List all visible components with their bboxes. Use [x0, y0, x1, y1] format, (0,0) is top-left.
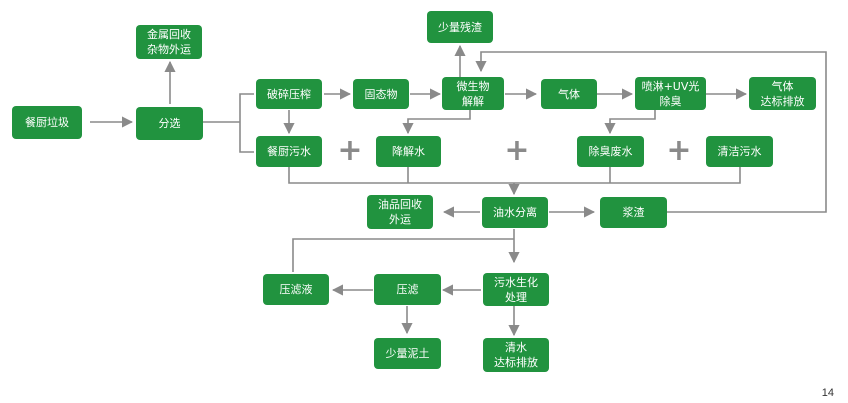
node-small-residue: 少量残渣: [427, 11, 493, 43]
node-metal-recovery: 金属回收 杂物外运: [136, 25, 202, 59]
node-solids: 固态物: [353, 79, 409, 109]
node-gas: 气体: [541, 79, 597, 109]
plus-sign: +: [504, 133, 530, 168]
node-kitchen-wastewater: 餐厨污水: [256, 136, 322, 167]
plus-sign: +: [337, 133, 363, 168]
arrow-slurry-loop: [475, 51, 827, 213]
arrow-spray-to-deodor: [604, 110, 656, 135]
connector-split-bracket: [239, 93, 254, 153]
plus-sign: +: [666, 133, 692, 168]
node-gas-discharge: 气体 达标排放: [749, 77, 816, 110]
node-crush-press: 破碎压榨: [256, 79, 322, 109]
node-deodor-wastewater: 除臭废水: [577, 136, 644, 167]
node-wastewater-bio: 污水生化 处理: [483, 273, 549, 306]
connector-collector: [288, 167, 741, 184]
arrow-microbial-to-degradation: [402, 110, 471, 135]
page-number: 14: [821, 387, 834, 399]
node-filtrate: 压滤液: [263, 274, 329, 305]
node-press-filter: 压滤: [374, 274, 441, 305]
connector-filtrate-return: [292, 238, 514, 272]
node-oil-water-separation: 油水分离: [482, 197, 548, 228]
node-cleaning-wastewater: 清洁污水: [706, 136, 773, 167]
node-microbial-decomposition: 微生物 解解: [442, 77, 504, 110]
node-spray-uv: 喷淋+UV光 除臭: [635, 77, 706, 110]
node-small-sludge: 少量泥土: [374, 338, 441, 369]
node-sorting: 分选: [136, 107, 203, 140]
node-degradation-water: 降解水: [376, 136, 441, 167]
node-kitchen-waste: 餐厨垃圾: [12, 106, 82, 139]
node-slurry: 浆渣: [600, 197, 667, 228]
node-oil-recovery: 油品回收 外运: [367, 195, 433, 229]
node-clean-water: 清水 达标排放: [483, 338, 549, 372]
